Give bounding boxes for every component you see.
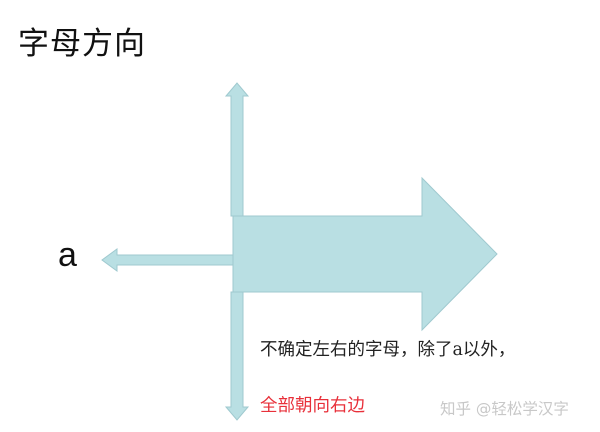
big-right-arrow [232, 176, 498, 332]
note-line-1: 不确定左右的字母，除了a以外， [260, 340, 516, 360]
up-arrow [224, 82, 250, 217]
down-arrow [224, 291, 250, 421]
left-arrow [101, 248, 234, 272]
letter-a-label: a [58, 236, 77, 274]
page-title: 字母方向 [18, 26, 146, 62]
watermark: 知乎 @轻松学汉字 [440, 400, 569, 418]
note-line-2: 全部朝向右边 [260, 396, 365, 416]
